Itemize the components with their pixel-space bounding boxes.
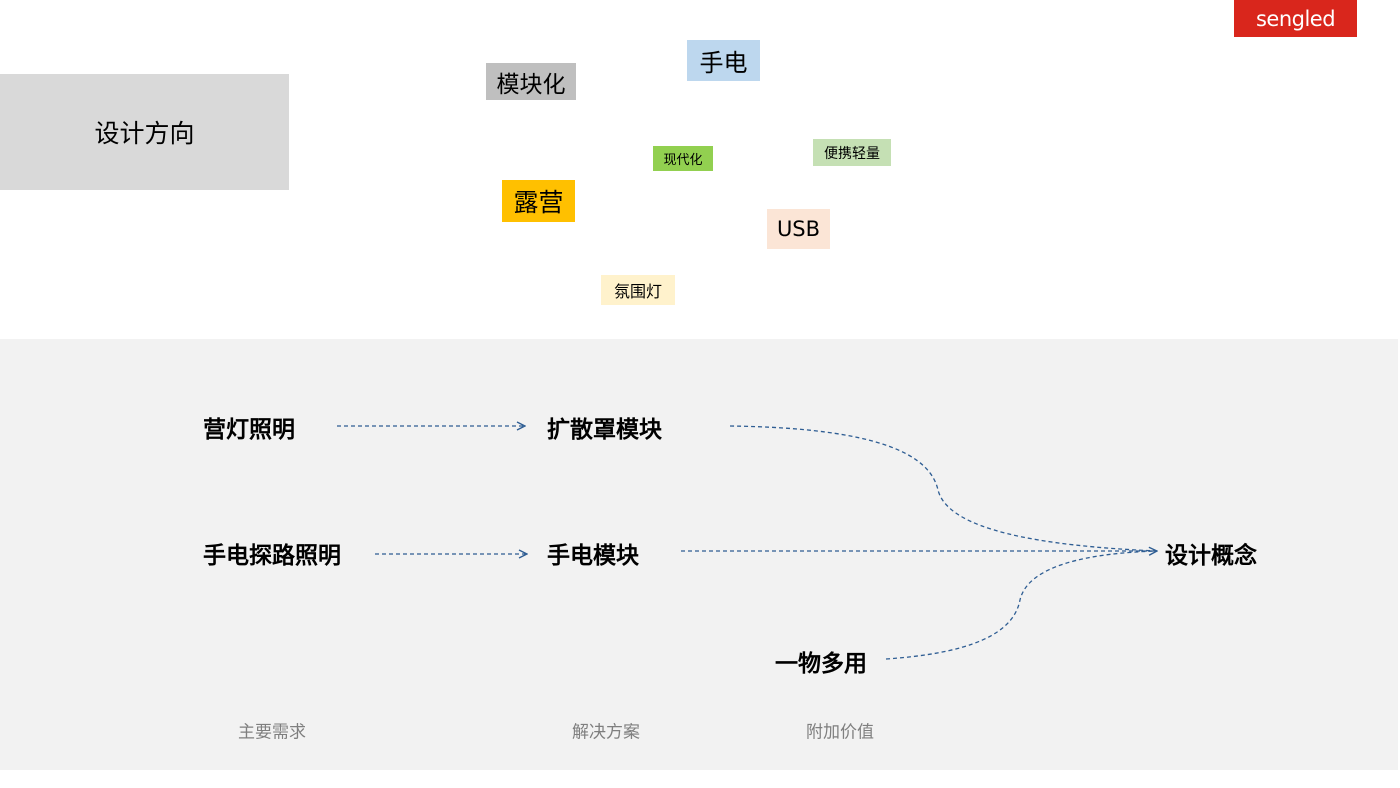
keyword-tag: 便携轻量 — [813, 139, 891, 166]
keyword-tag: 露营 — [502, 180, 575, 222]
arrow-solution1-concept — [729, 425, 1158, 552]
solution-diffuser-module: 扩散罩模块 — [547, 417, 662, 443]
keyword-tag: 手电 — [687, 40, 760, 81]
solution-flashlight-module: 手电模块 — [547, 543, 639, 569]
need-camp-lighting: 营灯照明 — [203, 417, 295, 443]
keyword-tag: USB — [767, 209, 830, 249]
arrow-extra-concept — [885, 551, 1157, 660]
sengled-logo: sengled — [1234, 0, 1357, 37]
keyword-tag: 氛围灯 — [601, 275, 675, 305]
caption-solutions: 解决方案 — [572, 722, 640, 743]
keyword-tag: 现代化 — [653, 146, 713, 171]
caption-extra-value: 附加价值 — [806, 722, 874, 743]
keyword-tag: 模块化 — [486, 63, 576, 100]
section-title: 设计方向 — [0, 74, 289, 190]
design-concept: 设计概念 — [1165, 543, 1257, 569]
need-flashlight-lighting: 手电探路照明 — [203, 543, 341, 569]
concept-panel — [0, 339, 1398, 770]
caption-needs: 主要需求 — [238, 722, 306, 743]
extra-multi-use: 一物多用 — [775, 651, 867, 677]
